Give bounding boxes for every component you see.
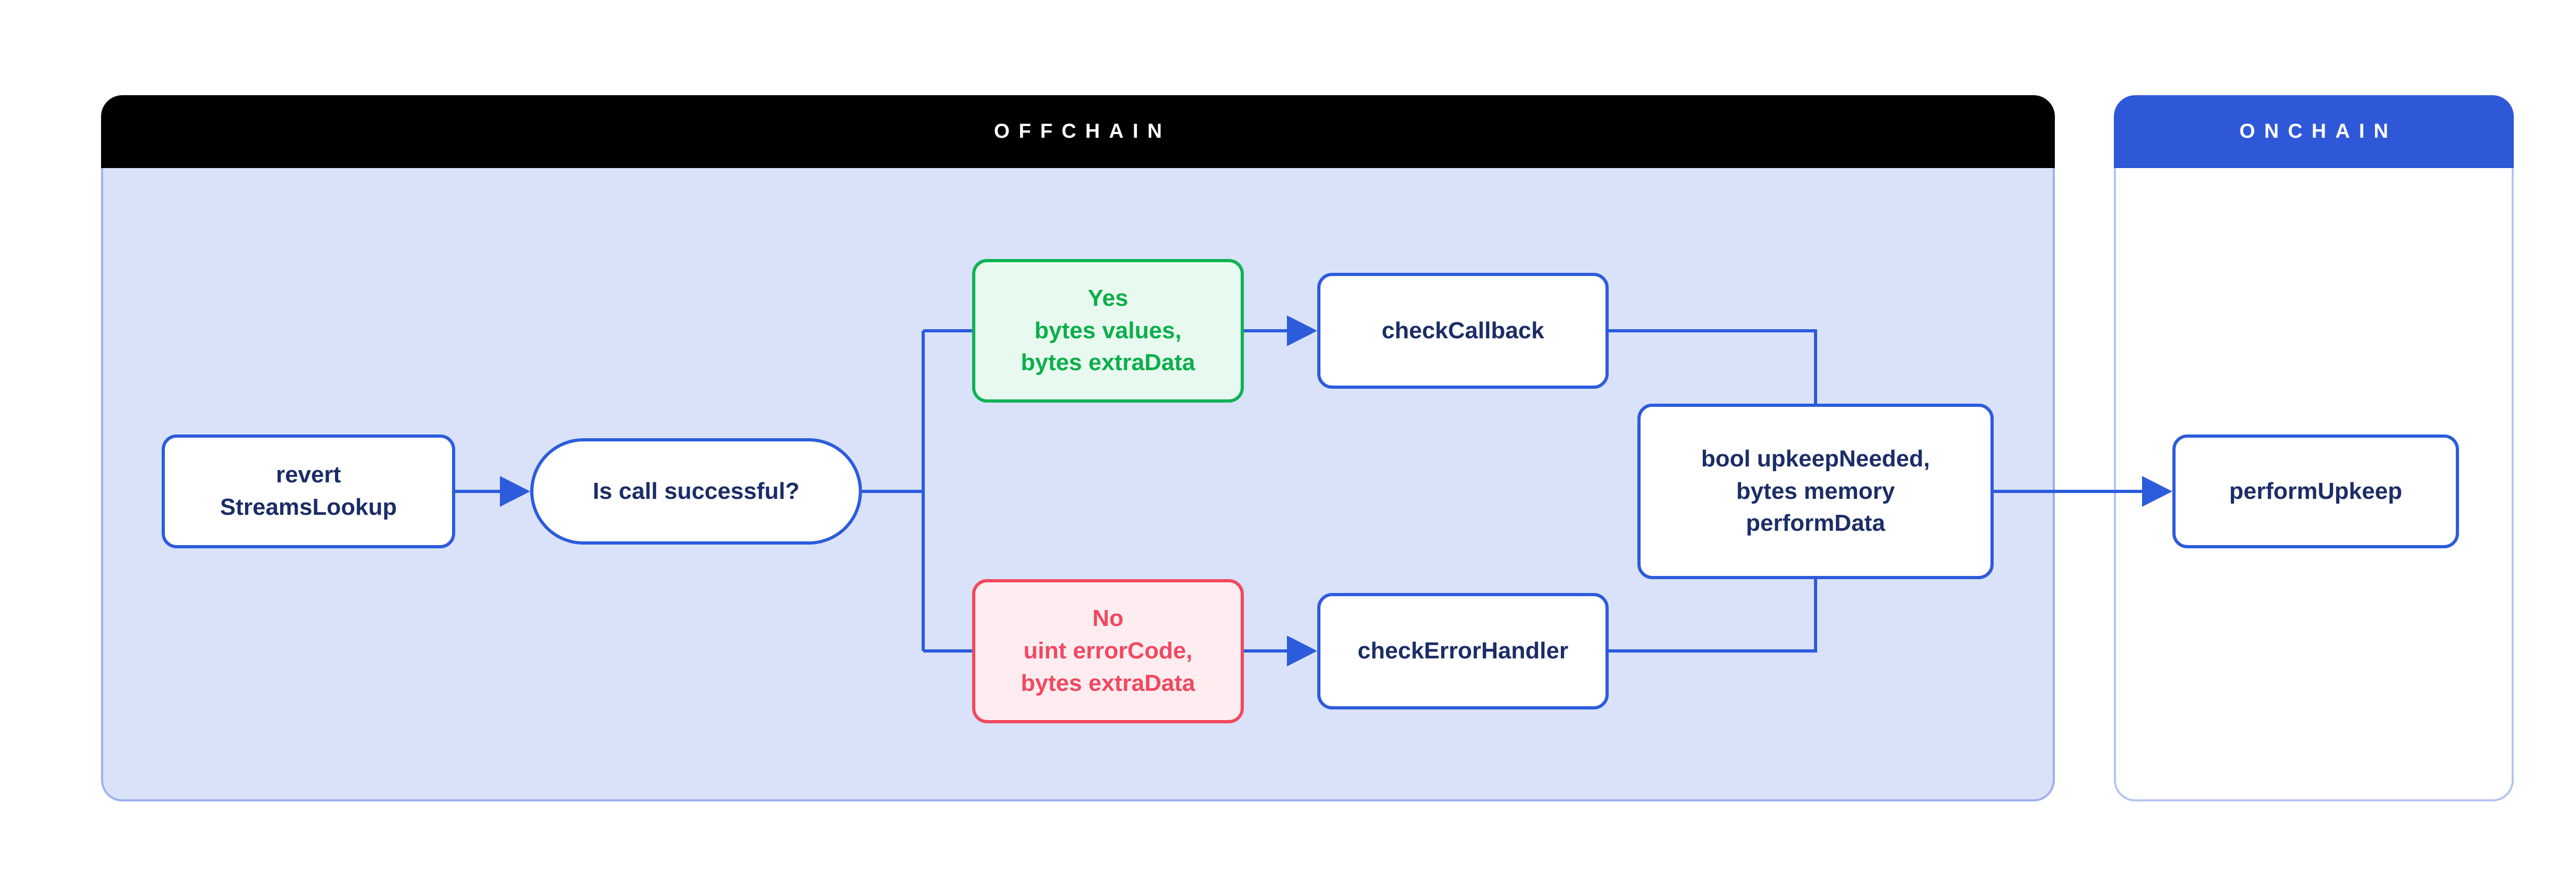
offchain-lane-header: OFFCHAIN bbox=[101, 95, 2055, 168]
node-performupkeep: performUpkeep bbox=[2172, 434, 2459, 548]
node-revert-streamslookup-label: revert StreamsLookup bbox=[220, 462, 397, 520]
node-yes-branch: Yes bytes values, bytes extraData bbox=[972, 259, 1244, 403]
onchain-lane-header: ONCHAIN bbox=[2114, 95, 2514, 168]
arrowhead-into-question bbox=[500, 476, 530, 507]
node-checkcallback: checkCallback bbox=[1317, 273, 1609, 389]
arrowhead-into-checkerrorhandler bbox=[1287, 636, 1317, 666]
onchain-lane-title: ONCHAIN bbox=[2239, 120, 2398, 143]
arrowhead-into-performupkeep bbox=[2142, 476, 2172, 507]
node-upkeep-result-label: bool upkeepNeeded, bytes memory performD… bbox=[1701, 445, 1930, 537]
node-checkcallback-label: checkCallback bbox=[1382, 317, 1544, 344]
node-upkeep-result: bool upkeepNeeded, bytes memory performD… bbox=[1637, 404, 1994, 579]
node-revert-streamslookup: revert StreamsLookup bbox=[162, 434, 455, 548]
offchain-lane-title: OFFCHAIN bbox=[993, 120, 1172, 143]
node-no-branch-label: No uint errorCode, bytes extraData bbox=[1021, 605, 1195, 696]
node-yes-branch-label: Yes bytes values, bytes extraData bbox=[1021, 285, 1195, 376]
node-is-call-successful: Is call successful? bbox=[530, 438, 862, 545]
node-no-branch: No uint errorCode, bytes extraData bbox=[972, 579, 1244, 723]
edge-checkerrorhandler-to-result bbox=[1609, 579, 1817, 653]
node-checkerrorhandler: checkErrorHandler bbox=[1317, 593, 1609, 709]
node-performupkeep-label: performUpkeep bbox=[2229, 478, 2403, 504]
node-checkerrorhandler-label: checkErrorHandler bbox=[1357, 638, 1569, 664]
arrowhead-into-checkcallback bbox=[1287, 315, 1317, 346]
node-is-call-successful-label: Is call successful? bbox=[592, 478, 800, 504]
edge-checkcallback-to-result bbox=[1609, 329, 1817, 404]
